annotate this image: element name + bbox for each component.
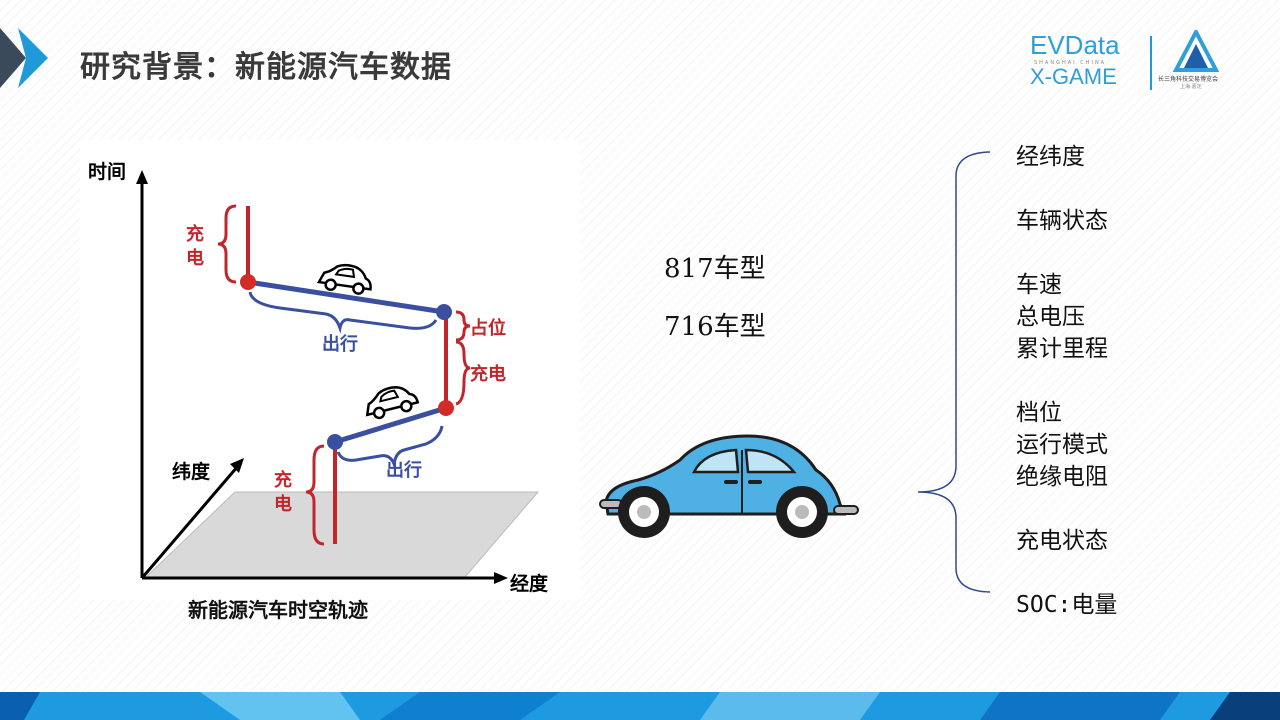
field-item: 运行模式 xyxy=(1016,432,1108,458)
travel-lower-label: 出行 xyxy=(386,459,422,481)
field-charging-status: 充电状态 xyxy=(1016,525,1108,557)
field-group-speed: 车速 总电压 累计里程 xyxy=(1016,269,1108,365)
field-item: 绝缘电阻 xyxy=(1016,464,1108,490)
charge-mid-label: 充电 xyxy=(470,363,506,385)
field-group-gear: 档位 运行模式 绝缘电阻 xyxy=(1016,397,1108,493)
diagram-caption: 新能源汽车时空轨迹 xyxy=(188,598,368,622)
model-817: 817车型 xyxy=(664,254,766,284)
field-soc: SOC:电量 xyxy=(1016,589,1117,621)
field-item: 车速 xyxy=(1016,272,1062,298)
field-item: 档位 xyxy=(1016,400,1062,426)
title-arrow-icon xyxy=(0,28,48,88)
right-brace xyxy=(917,151,990,593)
charge-lower-line1: 充 xyxy=(274,469,292,491)
car-illustration-icon xyxy=(599,434,859,538)
logo-event: X-GAME xyxy=(1030,64,1117,89)
field-item: 车辆状态 xyxy=(1016,208,1108,234)
charge-upper-line2: 电 xyxy=(186,247,204,269)
logo-tagline: SHANGHAI CHINA xyxy=(1034,60,1107,66)
footer-bar xyxy=(0,692,1280,720)
charge-lower-label: 充 电 xyxy=(274,469,298,515)
charge-lower-line2: 电 xyxy=(274,493,292,515)
triangle-logo-icon xyxy=(1172,30,1220,72)
field-item: SOC:电量 xyxy=(1016,592,1118,618)
car-lower-icon xyxy=(365,385,420,420)
logo-divider xyxy=(1150,36,1152,90)
car-upper-icon xyxy=(316,263,372,295)
axis-lat-label: 纬度 xyxy=(172,460,211,483)
charge-upper-line1: 充 xyxy=(186,223,204,245)
trajectory-diagram: 时间 纬度 经度 充 电 充 电 占位 充电 出行 出行 xyxy=(80,140,580,600)
field-item: 累计里程 xyxy=(1016,336,1108,362)
axis-lon-label: 经度 xyxy=(510,572,549,595)
field-vehicle-status: 车辆状态 xyxy=(1016,205,1108,237)
occupy-label: 占位 xyxy=(470,317,506,339)
field-item: 总电压 xyxy=(1016,304,1085,330)
travel-upper-label: 出行 xyxy=(322,333,358,355)
slide-title: 研究背景：新能源汽车数据 xyxy=(80,50,452,85)
logo-partner-sub: 上海·嘉定 xyxy=(1180,84,1202,90)
logo-brand: EVData xyxy=(1030,30,1120,60)
charge-upper-label: 充 电 xyxy=(186,223,210,269)
model-716: 716车型 xyxy=(664,312,766,342)
logo: EVData SHANGHAI CHINA X-GAME 长三角科技交易博览会 … xyxy=(1030,30,1240,96)
field-item: 经纬度 xyxy=(1016,144,1085,170)
axis-time-label: 时间 xyxy=(88,161,126,183)
field-item: 充电状态 xyxy=(1016,528,1108,554)
logo-partner: 长三角科技交易博览会 xyxy=(1158,76,1219,83)
field-latlon: 经纬度 xyxy=(1016,141,1085,173)
